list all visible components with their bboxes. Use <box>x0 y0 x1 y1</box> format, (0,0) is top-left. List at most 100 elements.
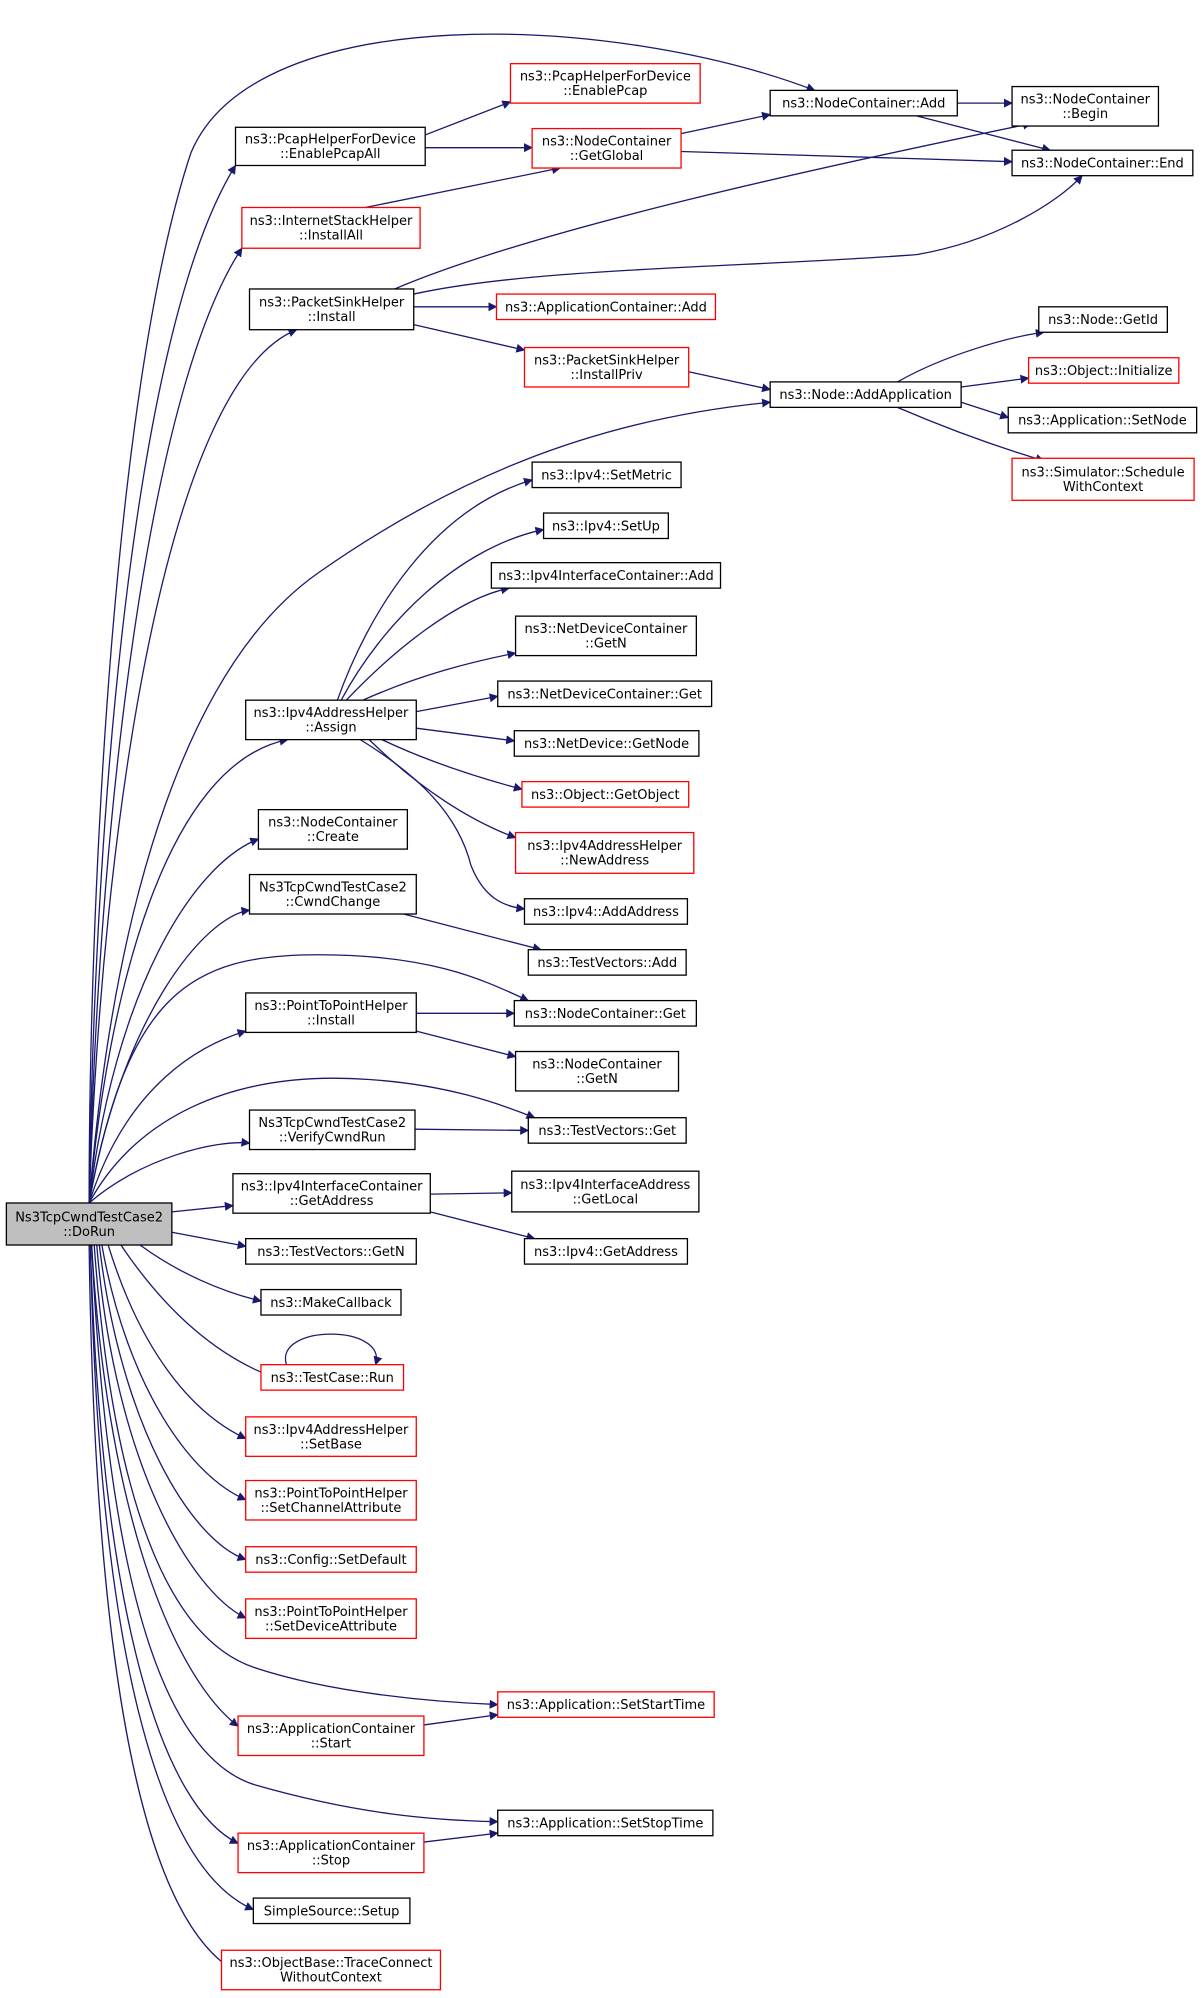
call-edges <box>88 33 1083 1972</box>
function-node[interactable]: ns3::PointToPointHelper::Install <box>245 992 417 1034</box>
function-node[interactable]: ns3::Ipv4AddressHelper::SetBase <box>245 1416 417 1457</box>
node-box <box>248 873 417 915</box>
function-node[interactable]: ns3::PacketSinkHelper::Install <box>248 288 415 331</box>
function-node[interactable]: Ns3TcpCwndTestCase2::CwndChange <box>248 873 417 915</box>
call-edge <box>88 1137 251 1204</box>
node-box <box>1011 149 1194 177</box>
call-edge-path <box>365 165 562 209</box>
function-node[interactable]: ns3::Object::GetObject <box>521 780 690 808</box>
function-node[interactable]: SimpleSource::Setup <box>252 1897 411 1925</box>
function-node[interactable]: ns3::PointToPointHelper::SetDeviceAttrib… <box>245 1598 417 1640</box>
function-node[interactable]: ns3::MakeCallback <box>260 1288 402 1316</box>
call-edge-path <box>359 739 526 913</box>
function-node[interactable]: ns3::NetDevice::GetNode <box>513 730 700 757</box>
function-node[interactable]: ns3::PacketSinkHelper::InstallPriv <box>523 346 690 388</box>
node-label: ns3::Simulator::Schedule <box>1022 466 1185 481</box>
function-node[interactable]: ns3::ObjectBase::TraceConnectWithoutCont… <box>220 1949 442 1991</box>
function-node[interactable]: ns3::Config::SetDefault <box>245 1546 417 1573</box>
node-label: ::Install <box>307 1013 355 1028</box>
function-node[interactable]: ns3::NodeContainer::Create <box>257 808 409 850</box>
node-box <box>523 898 689 925</box>
function-node[interactable]: ns3::Ipv4::AddAddress <box>523 898 689 925</box>
call-edge <box>897 328 1045 383</box>
call-edge-path <box>107 1244 247 1440</box>
function-node[interactable]: ns3::NodeContainer::Begin <box>1011 85 1160 127</box>
node-box <box>495 293 717 321</box>
function-node[interactable]: ns3::TestCase::Run <box>260 1364 405 1391</box>
call-edge <box>88 1077 536 1204</box>
function-node[interactable]: ns3::TestVectors::GetN <box>245 1237 417 1265</box>
node-label: ns3::Ipv4::AddAddress <box>533 905 679 920</box>
node-label: ns3::PointToPointHelper <box>254 1487 408 1502</box>
function-node[interactable]: ns3::ApplicationContainer::Stop <box>237 1832 425 1874</box>
call-edge-path <box>336 477 533 701</box>
function-node[interactable]: ns3::Application::SetStopTime <box>497 1809 714 1837</box>
function-node[interactable]: ns3::ApplicationContainer::Add <box>495 293 717 321</box>
node-label: ::GetAddress <box>290 1194 374 1209</box>
function-node[interactable]: ns3::NodeContainer::Get <box>513 999 697 1027</box>
node-label: ns3::Ipv4InterfaceAddress <box>520 1178 690 1193</box>
node-box <box>1011 85 1160 127</box>
node-label: ns3::NodeContainer::Add <box>782 97 945 112</box>
call-edge <box>365 165 562 209</box>
function-node[interactable]: ns3::Object::Initialize <box>1027 357 1180 384</box>
call-edge-path <box>416 727 516 745</box>
function-node[interactable]: ns3::Ipv4InterfaceAddress::GetLocal <box>511 1170 700 1213</box>
function-node[interactable]: ns3::Ipv4AddressHelper::NewAddress <box>514 831 695 874</box>
node-label: ::Install <box>308 310 356 325</box>
function-node[interactable]: ns3::PointToPointHelper::SetChannelAttri… <box>245 1479 417 1521</box>
function-node[interactable]: ns3::InternetStackHelper::InstallAll <box>241 206 421 249</box>
function-node[interactable]: ns3::NodeContainer::End <box>1011 149 1194 177</box>
function-node[interactable]: ns3::NetDeviceContainer::GetN <box>514 615 697 657</box>
function-node[interactable]: ns3::NodeContainer::GetGlobal <box>531 127 682 169</box>
function-node[interactable]: Ns3TcpCwndTestCase2::VerifyCwndRun <box>248 1109 416 1151</box>
call-edge-path <box>416 1030 517 1059</box>
call-edge-path <box>88 1029 247 1204</box>
function-node[interactable]: ns3::Ipv4::SetUp <box>542 512 669 540</box>
call-edge <box>284 1333 383 1366</box>
node-label: ::CwndChange <box>286 895 381 910</box>
node-label: ::Begin <box>1062 107 1108 122</box>
function-node[interactable]: ns3::NetDeviceContainer::Get <box>497 680 713 708</box>
node-box <box>497 1809 714 1837</box>
node-label: ::GetGlobal <box>570 149 643 164</box>
call-edge-path <box>681 150 1013 166</box>
node-label: ns3::Object::Initialize <box>1035 364 1173 379</box>
function-node[interactable]: ns3::Ipv4AddressHelper::Assign <box>245 699 417 741</box>
function-node[interactable]: ns3::Ipv4InterfaceContainer::GetAddress <box>232 1173 431 1214</box>
call-edge-path <box>88 736 289 1204</box>
function-node[interactable]: ns3::Ipv4::GetAddress <box>523 1237 689 1265</box>
call-edge-path <box>960 401 1010 420</box>
function-node[interactable]: ns3::Node::AddApplication <box>769 381 962 409</box>
node-box <box>245 992 417 1034</box>
call-edge-path <box>171 1231 247 1250</box>
function-node[interactable]: ns3::TestVectors::Get <box>527 1117 687 1144</box>
node-box <box>245 1479 417 1521</box>
function-node[interactable]: ns3::ApplicationContainer::Start <box>237 1715 425 1757</box>
function-node[interactable]: ns3::Ipv4::SetMetric <box>531 461 682 489</box>
node-label: ::NewAddress <box>560 854 649 869</box>
call-edge <box>139 1244 262 1304</box>
root-function-node[interactable]: Ns3TcpCwndTestCase2::DoRun <box>5 1202 173 1246</box>
function-node[interactable]: ns3::PcapHelperForDevice::EnablePcapAll <box>234 126 426 167</box>
call-edge-path <box>394 120 1033 290</box>
function-node[interactable]: ns3::Node::GetId <box>1038 306 1169 333</box>
node-label: ns3::Ipv4InterfaceContainer <box>241 1180 423 1195</box>
function-node[interactable]: ns3::NodeContainer::GetN <box>514 1050 680 1092</box>
node-box <box>232 1173 431 1214</box>
call-edge <box>345 585 511 701</box>
function-node[interactable]: ns3::Ipv4InterfaceContainer::Add <box>490 562 722 589</box>
node-box <box>245 699 417 741</box>
function-node[interactable]: ns3::Application::SetStartTime <box>497 1691 715 1718</box>
function-node[interactable]: ns3::NodeContainer::Add <box>769 89 958 117</box>
node-box <box>257 808 409 850</box>
call-edge <box>681 150 1013 166</box>
function-node[interactable]: ns3::PcapHelperForDevice::EnablePcap <box>509 63 701 104</box>
call-edge-path <box>340 526 545 701</box>
node-box <box>527 1117 687 1144</box>
function-node[interactable]: ns3::TestVectors::Add <box>527 949 687 976</box>
call-edge <box>423 1711 499 1726</box>
function-node[interactable]: ns3::Application::SetNode <box>1007 406 1198 434</box>
call-edge <box>88 33 816 1204</box>
